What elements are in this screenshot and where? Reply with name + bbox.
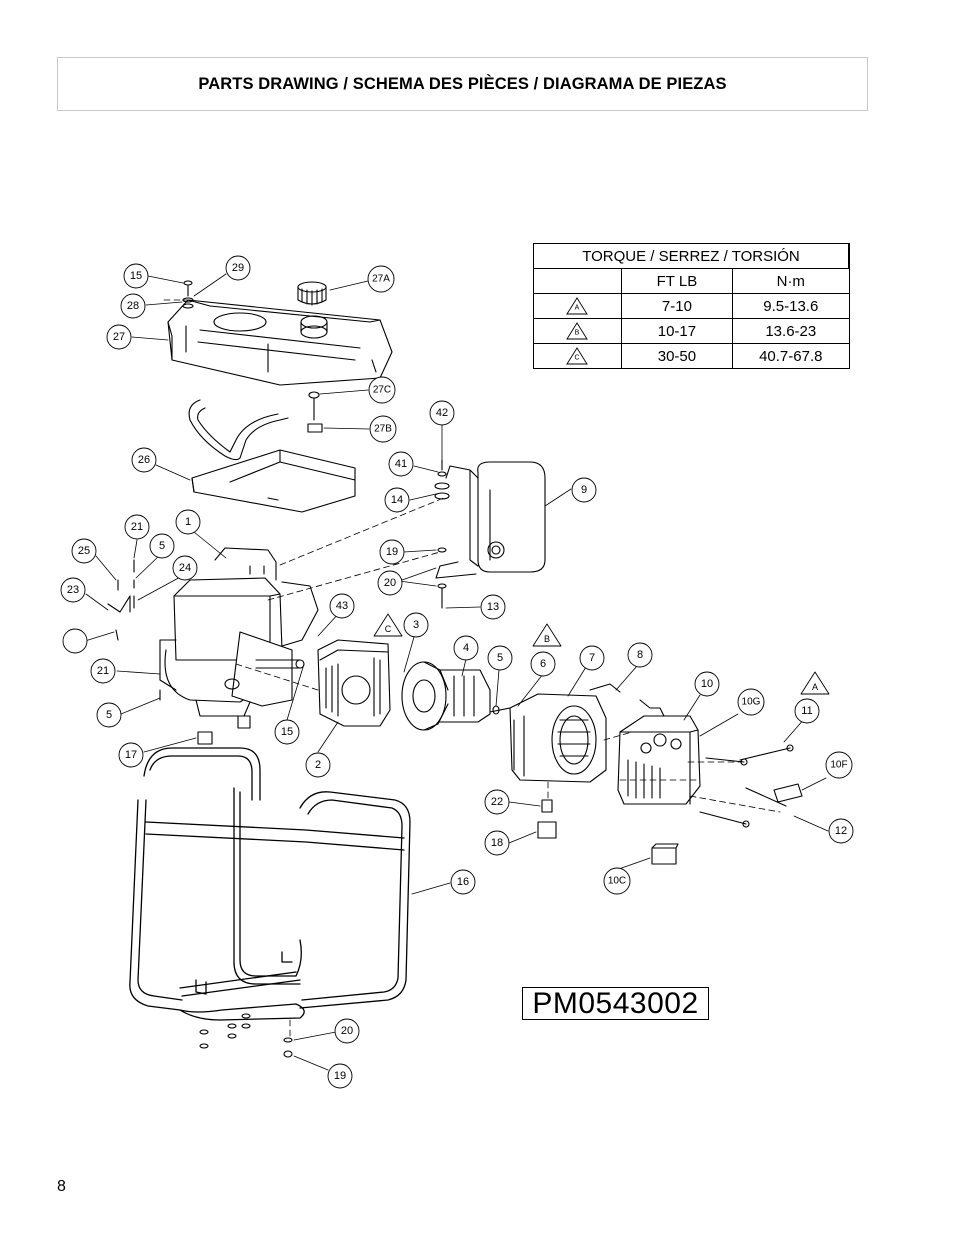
triangle-b-icon: B	[566, 322, 589, 340]
callout-label: 20	[384, 577, 396, 589]
torque-table-title: TORQUE / SERREZ / TORSIÓN	[533, 243, 850, 269]
callout-label: 15	[281, 726, 293, 738]
callout-label: 15	[130, 270, 142, 282]
callout-label: 5	[159, 540, 165, 552]
callout-label: 5	[497, 652, 503, 664]
frame-hardware-drawing	[199, 1013, 293, 1058]
reference-code: PM0543002	[532, 986, 699, 1020]
torque-mark-label: B	[575, 330, 580, 337]
rear-mount-drawing	[537, 799, 557, 839]
callout-label: 10G	[742, 697, 761, 708]
label-10f-drawing	[773, 783, 803, 803]
callout-label: 7	[589, 652, 595, 664]
callout-circles	[60, 255, 854, 1089]
callout-label: 20	[341, 1025, 353, 1037]
callout-label: 19	[386, 546, 398, 558]
callout-label: 24	[179, 562, 191, 574]
end-bell-drawing	[509, 683, 621, 783]
torque-nm-cell: 13.6-23	[732, 318, 850, 344]
reference-code-box: PM0543002	[522, 987, 709, 1020]
callout-label: C	[385, 624, 392, 634]
callout-label: 27	[113, 331, 125, 343]
triangle-a-icon: A	[566, 297, 589, 315]
callout-label: 3	[413, 619, 419, 631]
callout-label: 41	[395, 458, 407, 470]
part-10c-drawing	[651, 843, 679, 865]
callout-label: 1	[185, 516, 191, 528]
callout-label: 27C	[373, 385, 391, 396]
callout-label: 22	[491, 796, 503, 808]
torque-triangles	[373, 613, 830, 695]
callout-label: A	[812, 682, 818, 692]
alignment-lines	[163, 299, 781, 1041]
callout-label: 18	[491, 837, 503, 849]
fuel-tank-drawing	[167, 299, 393, 386]
tank-hardware-drawing	[182, 280, 194, 309]
callout-label: 21	[131, 521, 143, 533]
choke-linkage-drawing	[107, 559, 161, 701]
leader-lines	[84, 273, 829, 1071]
callout-label: 19	[334, 1070, 346, 1082]
callout-label: B	[544, 634, 550, 644]
callout-label: 27B	[374, 424, 392, 435]
callout-label: 4	[463, 642, 469, 654]
rotor-drawing	[401, 661, 491, 731]
callout-label: 8	[637, 649, 643, 661]
callout-label: 25	[78, 545, 90, 557]
callout-label: 10	[701, 678, 713, 690]
callout-label: 6	[540, 658, 546, 670]
triangle-c-icon: C	[566, 347, 589, 365]
callout-label: 27A	[372, 274, 390, 285]
header-box: PARTS DRAWING / SCHEMA DES PIÈCES / DIAG…	[57, 57, 868, 111]
engine-mounts-drawing	[197, 715, 251, 745]
muffler-drawing	[435, 461, 546, 579]
callout-label: 2	[315, 759, 321, 771]
fuel-hose-drawing	[188, 399, 289, 461]
torque-row: C 30-50 40.7-67.8	[533, 343, 850, 369]
torque-nm-cell: 40.7-67.8	[732, 343, 850, 369]
torque-ftlb-cell: 30-50	[620, 343, 734, 369]
rotor-bolt-drawing	[489, 705, 511, 715]
torque-mark-cell: B	[533, 318, 622, 344]
callout-label: 26	[138, 454, 150, 466]
muffler-hardware-drawing	[434, 459, 450, 609]
control-panel-drawing	[617, 699, 701, 805]
callout-label: 28	[127, 300, 139, 312]
callout-label: 10F	[830, 760, 847, 771]
torque-table: TORQUE / SERREZ / TORSIÓN FT LB N·m A 7-…	[533, 243, 850, 369]
torque-row: B 10-17 13.6-23	[533, 318, 850, 344]
callout-label: 21	[97, 665, 109, 677]
fuel-cap-drawing	[297, 281, 327, 306]
torque-mark-label: A	[575, 305, 580, 312]
callout-labels: 15 29 28 27 27A 27C 27B 26 42 41 14 9 21…	[67, 262, 848, 1082]
stator-housing-drawing	[317, 639, 391, 727]
frame-drawing	[129, 747, 411, 1021]
heat-shield-drawing	[191, 449, 356, 513]
callout-label: 16	[457, 876, 469, 888]
fuel-valve-drawing	[307, 391, 323, 433]
page-title: PARTS DRAWING / SCHEMA DES PIÈCES / DIAG…	[198, 74, 727, 93]
engine-drawing	[159, 547, 319, 717]
callout-label: 11	[801, 705, 812, 717]
callout-label: 10C	[608, 876, 626, 887]
torque-table-header-row: FT LB N·m	[533, 268, 850, 294]
callout-label: 5	[106, 709, 112, 721]
callout-label: 43	[336, 600, 348, 612]
callout-label: 13	[487, 601, 499, 613]
callout-label: 14	[391, 494, 403, 506]
torque-mark-label: C	[575, 355, 580, 362]
callout-label: 29	[232, 262, 244, 274]
callout-label: 17	[125, 749, 137, 761]
callout-label: 42	[436, 407, 448, 419]
through-bolts-drawing	[699, 744, 794, 828]
callout-label: 9	[581, 484, 587, 496]
callout-label: 12	[835, 825, 847, 837]
callout-label: 23	[67, 584, 79, 596]
page-number: 8	[57, 1178, 66, 1195]
torque-table-title-row: TORQUE / SERREZ / TORSIÓN	[533, 243, 850, 269]
torque-ftlb-cell: 7-10	[620, 293, 734, 319]
